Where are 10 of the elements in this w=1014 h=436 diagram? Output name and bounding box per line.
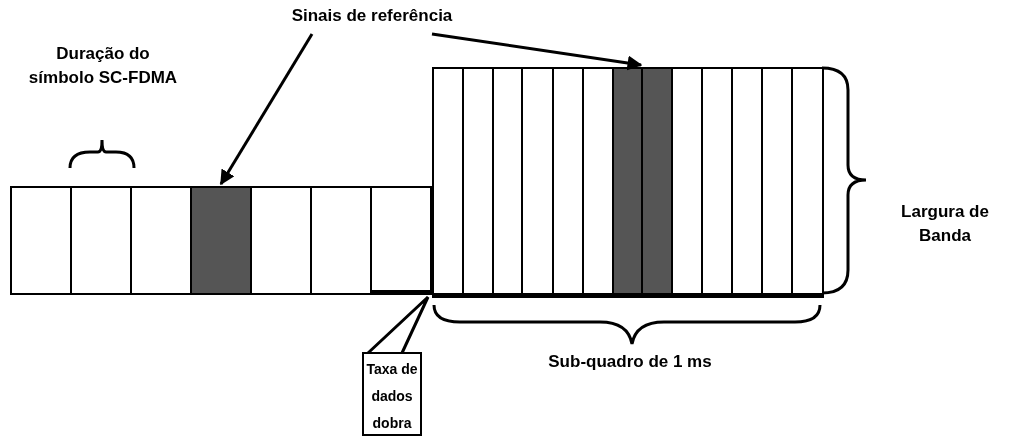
callout-box: Taxa de dados dobra	[362, 352, 422, 436]
reference-signal-cell	[190, 186, 252, 295]
label-text: Sinais de referência	[272, 4, 472, 28]
arrow	[219, 33, 314, 186]
duration-label: Duração do símbolo SC-FDMA	[28, 43, 178, 89]
reference-signal-cell	[612, 67, 643, 298]
leader-line	[366, 295, 430, 355]
subframe-label: Sub-quadro de 1 ms	[547, 351, 713, 373]
arrow	[431, 32, 643, 71]
bandwidth-label: Largura de Banda	[900, 201, 990, 247]
